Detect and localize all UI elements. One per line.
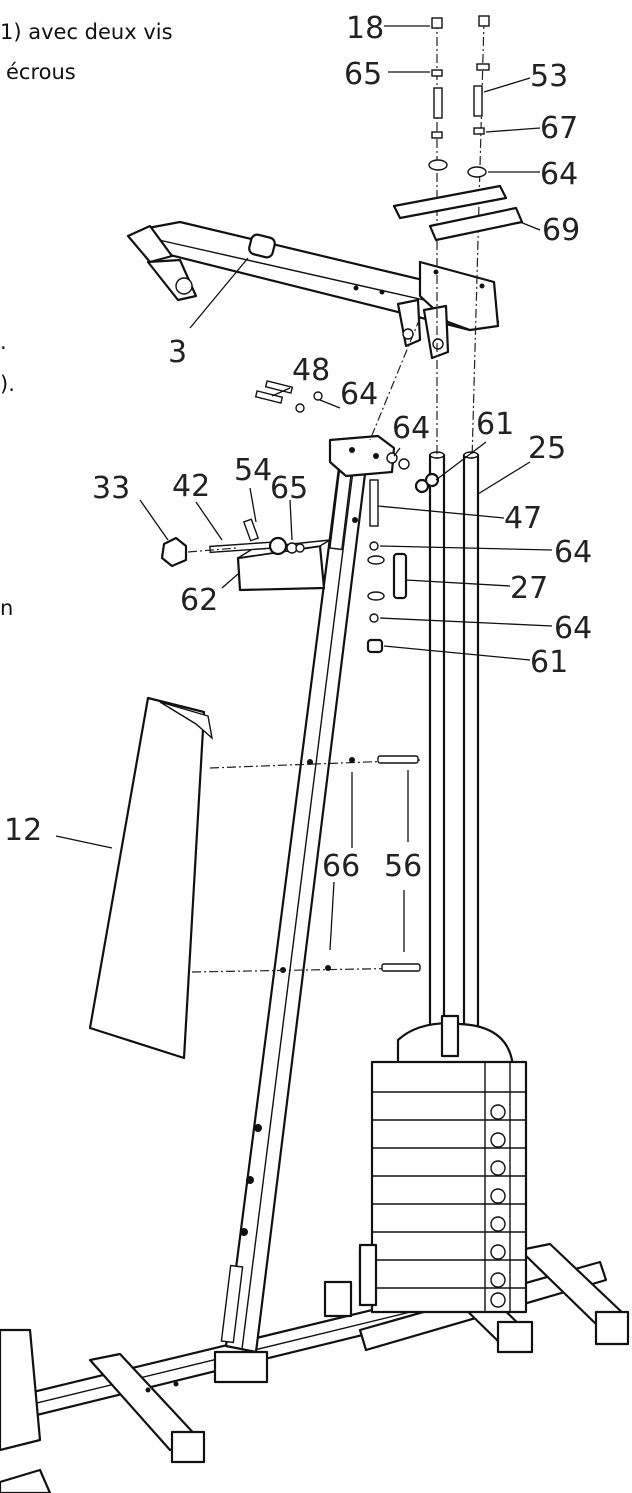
part-label-65: 65 xyxy=(344,57,382,92)
weight-stack xyxy=(358,1014,528,1314)
part-label-33: 33 xyxy=(92,471,130,506)
part-label-18: 18 xyxy=(346,11,384,46)
part-label-53: 53 xyxy=(530,59,568,94)
selector-assembly xyxy=(160,518,331,592)
part-labels: 18 65 53 67 64 69 3 48 64 64 61 25 54 33… xyxy=(4,11,592,884)
part-label-64: 64 xyxy=(554,535,592,570)
part-label-61: 61 xyxy=(476,407,514,442)
instruction-fragment-3: . xyxy=(0,330,7,354)
part-label-67: 67 xyxy=(540,111,578,146)
instruction-fragment-2: écrous xyxy=(6,60,76,84)
part-label-64: 64 xyxy=(392,411,430,446)
part-label-64: 64 xyxy=(554,611,592,646)
leader-lines xyxy=(55,25,553,849)
part-label-47: 47 xyxy=(504,501,542,536)
part-label-42: 42 xyxy=(172,469,210,504)
part-label-54: 54 xyxy=(234,453,272,488)
part-label-48: 48 xyxy=(292,353,330,388)
main-upright-post xyxy=(220,458,368,1354)
part-label-62: 62 xyxy=(180,583,218,618)
part-label-25: 25 xyxy=(528,431,566,466)
part-label-64: 64 xyxy=(340,377,378,412)
part-label-69: 69 xyxy=(542,213,580,248)
part-label-61: 61 xyxy=(530,645,568,680)
part-label-12: 12 xyxy=(4,813,42,848)
part-label-27: 27 xyxy=(510,571,548,606)
instruction-fragment-5: n xyxy=(0,596,14,620)
base-frame xyxy=(0,1242,630,1493)
top-hardware xyxy=(392,15,524,461)
upright-top-bracket xyxy=(328,434,396,478)
part-label-66: 66 xyxy=(322,849,360,884)
part-label-56: 56 xyxy=(384,849,422,884)
guide-rods xyxy=(428,451,480,1057)
instruction-fragment-4: ). xyxy=(0,372,15,396)
back-pad xyxy=(88,696,421,1060)
instruction-fragment-1: 1) avec deux vis xyxy=(0,20,173,44)
press-arm xyxy=(126,220,500,360)
part-label-3: 3 xyxy=(168,335,187,370)
part-label-65: 65 xyxy=(270,471,308,506)
selector-pin-parts xyxy=(366,479,408,654)
part-label-64: 64 xyxy=(540,157,578,192)
